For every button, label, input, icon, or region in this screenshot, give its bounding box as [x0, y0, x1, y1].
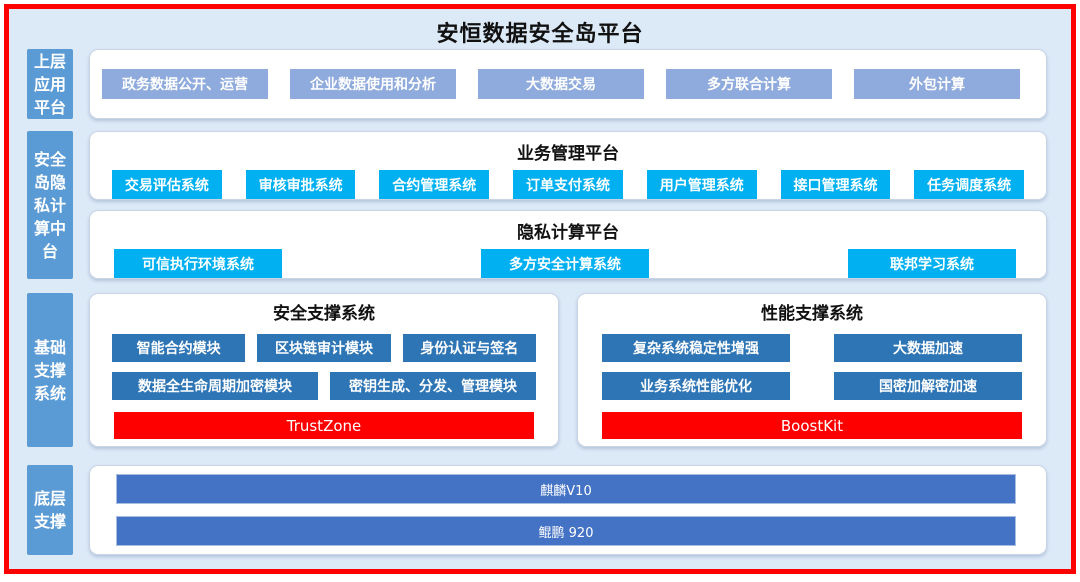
- system-box-order-payment: 订单支付系统: [513, 170, 623, 199]
- support-panels: 安全支撑系统 智能合约模块 区块链审计模块 身份认证与签名 数据全生命周期加密模…: [89, 293, 1047, 447]
- layer-label-text: 底层支撑: [33, 489, 66, 531]
- system-box-federated-learning: 联邦学习系统: [848, 249, 1016, 278]
- business-platform-title: 业务管理平台: [517, 144, 619, 164]
- system-box-trade-evaluation: 交易评估系统: [112, 170, 222, 199]
- layer-label-text: 安全岛隐私计算中台: [33, 149, 66, 261]
- panel-bottom-support: 麒麟V10 鲲鹏 920: [89, 465, 1047, 555]
- layer-label-text: 基础支撑系统: [33, 337, 66, 403]
- system-box-user-management: 用户管理系统: [646, 170, 757, 199]
- layer-label-privacy-middle: 安全岛隐私计算中台: [27, 131, 73, 279]
- os-bar-kylin-v10: 麒麟V10: [116, 474, 1016, 504]
- system-box-mpc: 多方安全计算系统: [481, 249, 649, 278]
- module-box-blockchain-audit: 区块链审计模块: [257, 334, 391, 362]
- layer-label-basic-support: 基础支撑系统: [27, 293, 73, 447]
- system-box-trusted-execution: 可信执行环境系统: [114, 249, 282, 278]
- security-support-title: 安全支撑系统: [273, 304, 375, 324]
- diagram-frame: 安恒数据安全岛平台 上层应用平台 政务数据公开、运营 企业数据使用和分析 大数据…: [4, 4, 1076, 574]
- band-basic-support: 基础支撑系统 安全支撑系统 智能合约模块 区块链审计模块 身份认证与签名 数据全…: [27, 293, 1047, 447]
- system-box-review-approval: 审核审批系统: [245, 170, 356, 199]
- diagram-content: 上层应用平台 政务数据公开、运营 企业数据使用和分析 大数据交易 多方联合计算 …: [27, 49, 1047, 565]
- system-box-task-scheduling: 任务调度系统: [914, 170, 1025, 199]
- layer-label-text: 上层应用平台: [33, 51, 66, 117]
- layer-label-bottom-support: 底层支撑: [27, 465, 73, 555]
- page-title: 安恒数据安全岛平台: [436, 22, 644, 47]
- band-bottom-support: 底层支撑 麒麟V10 鲲鹏 920: [27, 465, 1047, 555]
- app-box-bigdata-trade: 大数据交易: [478, 69, 644, 99]
- business-system-row: 交易评估系统 审核审批系统 合约管理系统 订单支付系统 用户管理系统 接口管理系…: [90, 164, 1046, 199]
- system-box-contract-management: 合约管理系统: [379, 170, 490, 199]
- layer-label-upper-application: 上层应用平台: [27, 49, 73, 119]
- privacy-platform-title: 隐私计算平台: [517, 223, 619, 243]
- security-module-row-1: 智能合约模块 区块链审计模块 身份认证与签名: [90, 334, 558, 362]
- panel-performance-support: 性能支撑系统 复杂系统稳定性增强 大数据加速 业务系统性能优化 国密加解密加速 …: [577, 293, 1047, 447]
- tech-bar-trustzone: TrustZone: [114, 412, 534, 439]
- privacy-system-row: 可信执行环境系统 多方安全计算系统 联邦学习系统: [90, 243, 1046, 278]
- module-box-lifecycle-encryption: 数据全生命周期加密模块: [112, 372, 318, 400]
- module-box-key-management: 密钥生成、分发、管理模块: [330, 372, 536, 400]
- panel-upper-application: 政务数据公开、运营 企业数据使用和分析 大数据交易 多方联合计算 外包计算: [89, 49, 1047, 119]
- panel-security-support: 安全支撑系统 智能合约模块 区块链审计模块 身份认证与签名 数据全生命周期加密模…: [89, 293, 559, 447]
- security-module-row-2: 数据全生命周期加密模块 密钥生成、分发、管理模块: [90, 372, 558, 400]
- module-box-bigdata-acceleration: 大数据加速: [834, 334, 1022, 362]
- app-box-enterprise-data: 企业数据使用和分析: [290, 69, 456, 99]
- app-box-multiparty-compute: 多方联合计算: [666, 69, 832, 99]
- tech-bar-boostkit: BoostKit: [602, 412, 1022, 439]
- module-box-sm-crypto-acceleration: 国密加解密加速: [834, 372, 1022, 400]
- performance-module-row-1: 复杂系统稳定性增强 大数据加速: [578, 334, 1046, 362]
- app-box-gov-data: 政务数据公开、运营: [102, 69, 268, 99]
- panel-privacy-computing: 隐私计算平台 可信执行环境系统 多方安全计算系统 联邦学习系统: [89, 210, 1047, 279]
- module-box-stability-enhancement: 复杂系统稳定性增强: [602, 334, 790, 362]
- app-box-outsourced-compute: 外包计算: [854, 69, 1020, 99]
- system-box-interface-management: 接口管理系统: [780, 170, 891, 199]
- panel-business-management: 业务管理平台 交易评估系统 审核审批系统 合约管理系统 订单支付系统 用户管理系…: [89, 131, 1047, 200]
- performance-module-row-2: 业务系统性能优化 国密加解密加速: [578, 372, 1046, 400]
- module-box-identity-signature: 身份认证与签名: [402, 334, 536, 362]
- module-box-smart-contract: 智能合约模块: [112, 334, 246, 362]
- middle-platform-panels: 业务管理平台 交易评估系统 审核审批系统 合约管理系统 订单支付系统 用户管理系…: [89, 131, 1047, 279]
- cpu-bar-kunpeng-920: 鲲鹏 920: [116, 516, 1016, 546]
- performance-support-title: 性能支撑系统: [761, 304, 863, 324]
- band-upper-application: 上层应用平台 政务数据公开、运营 企业数据使用和分析 大数据交易 多方联合计算 …: [27, 49, 1047, 119]
- module-box-system-optimization: 业务系统性能优化: [602, 372, 790, 400]
- app-button-row: 政务数据公开、运营 企业数据使用和分析 大数据交易 多方联合计算 外包计算: [90, 50, 1046, 118]
- band-privacy-middle-platform: 安全岛隐私计算中台 业务管理平台 交易评估系统 审核审批系统 合约管理系统 订单…: [27, 131, 1047, 279]
